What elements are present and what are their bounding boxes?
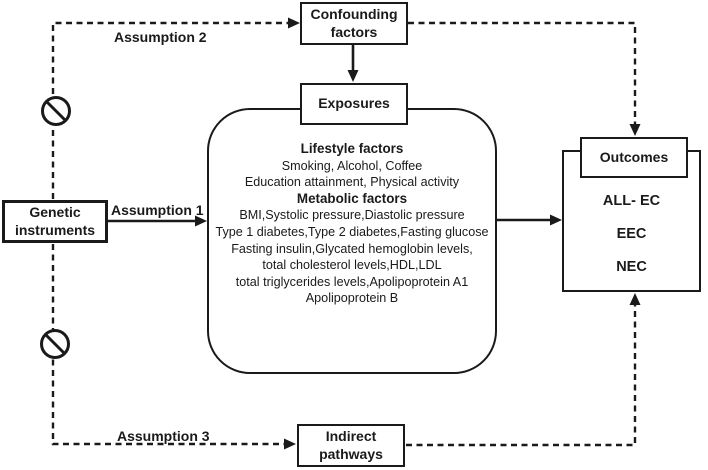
- exposures-box: Exposures: [300, 83, 408, 125]
- assumption1-label: Assumption 1: [111, 202, 204, 218]
- outcomes-title-box: Outcomes: [580, 137, 688, 178]
- exposures-line: Smoking, Alcohol, Coffee: [281, 158, 423, 173]
- outcome-item-eec: EEC: [616, 226, 647, 242]
- arrowhead-confounding-exposures: [347, 70, 359, 82]
- edge-indirect-outcomes-dashed: [406, 304, 637, 447]
- arrowhead-indirect-outcomes: [629, 293, 641, 305]
- confounding-factors-box: Confounding factors: [300, 2, 408, 45]
- exposures-line: Fasting insulin,Glycated hemoglobin leve…: [231, 241, 473, 256]
- genetic-instruments-box: Genetic instruments: [2, 200, 108, 243]
- arrowhead-exposures-outcomes: [550, 214, 562, 226]
- metabolic-factors-header: Metabolic factors: [296, 190, 408, 206]
- outcome-item-all-ec: ALL- EC: [602, 193, 661, 209]
- exposures-line: Type 1 diabetes,Type 2 diabetes,Fasting …: [215, 224, 489, 239]
- outcome-item-nec: NEC: [616, 259, 647, 275]
- assumption2-label: Assumption 2: [114, 29, 207, 45]
- exposures-line: total cholesterol levels,HDL,LDL: [262, 258, 442, 273]
- arrowhead-confounding-outcomes: [629, 124, 641, 136]
- arrowhead-assumption1: [195, 215, 207, 227]
- exposures-line: BMI,Systolic pressure,Diastolic pressure: [239, 208, 465, 223]
- exposures-detail-panel: Lifestyle factors Smoking, Alcohol, Coff…: [208, 141, 496, 307]
- exposures-line: total triglycerides levels,Apolipoprotei…: [235, 274, 469, 289]
- exposures-line: Apolipoprotein B: [305, 291, 399, 306]
- no-entry-icon: [40, 329, 70, 359]
- indirect-pathways-box: Indirect pathways: [297, 424, 405, 467]
- assumption3-label: Assumption 3: [117, 428, 210, 444]
- edge-confounding-outcomes-dashed: [408, 21, 637, 125]
- exposures-line: Education attainment, Physical activity: [244, 175, 460, 190]
- arrowhead-assumption2: [288, 17, 300, 29]
- lifestyle-factors-header: Lifestyle factors: [300, 141, 404, 156]
- no-entry-icon: [41, 96, 71, 126]
- arrowhead-assumption3: [284, 438, 296, 450]
- edge-assumption3-dashed: [51, 244, 285, 446]
